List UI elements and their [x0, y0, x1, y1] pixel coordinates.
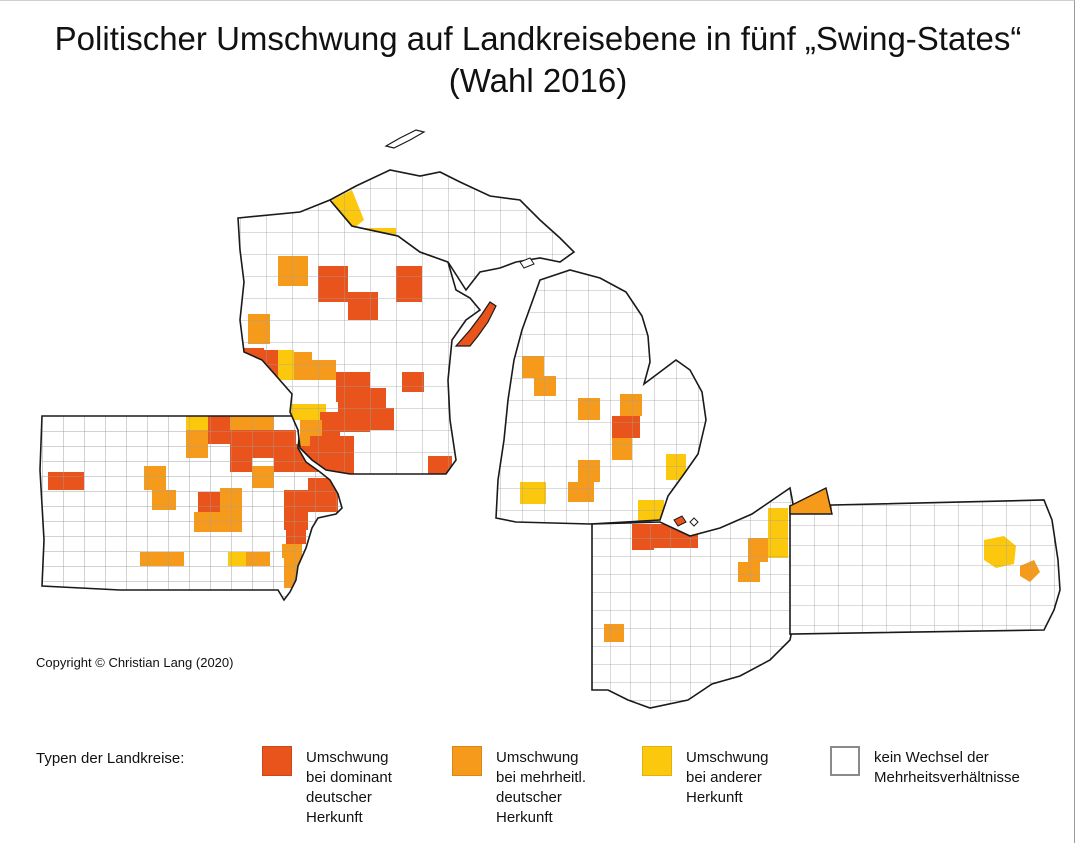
legend-label-no-change: kein Wechsel der Mehrheitsverhältnisse — [874, 749, 1020, 786]
legend-label-other-origin: Umschwung bei anderer Herkunft — [686, 749, 769, 806]
state-michigan-lower — [495, 269, 707, 525]
legend-swatch-other-origin — [642, 746, 672, 776]
copyright-notice: Copyright © Christian Lang (2020) — [36, 655, 234, 670]
legend-swatch-majority-german — [452, 746, 482, 776]
swing-states-map — [39, 129, 1061, 709]
state-iowa — [39, 415, 343, 602]
door-peninsula — [454, 301, 497, 347]
legend-swatch-no-change — [830, 746, 860, 776]
legend: Typen der Landkreise: Umschwung bei domi… — [0, 740, 1076, 840]
state-pennsylvania — [789, 486, 1061, 635]
map-title-line-2: (Wahl 2016) — [448, 62, 628, 99]
legend-swatch-dominant-german — [262, 746, 292, 776]
legend-title: Typen der Landkreise: — [36, 750, 185, 767]
map-title: Politischer Umschwung auf Landkreisebene… — [0, 18, 1076, 102]
map-title-line-1: Politischer Umschwung auf Landkreisebene… — [54, 20, 1022, 57]
legend-label-majority-german: Umschwung bei mehrheitl. deutscher Herku… — [496, 749, 587, 826]
isle-royale — [384, 129, 426, 149]
legend-label-dominant-german: Umschwung bei dominant deutscher Herkunf… — [306, 749, 392, 826]
